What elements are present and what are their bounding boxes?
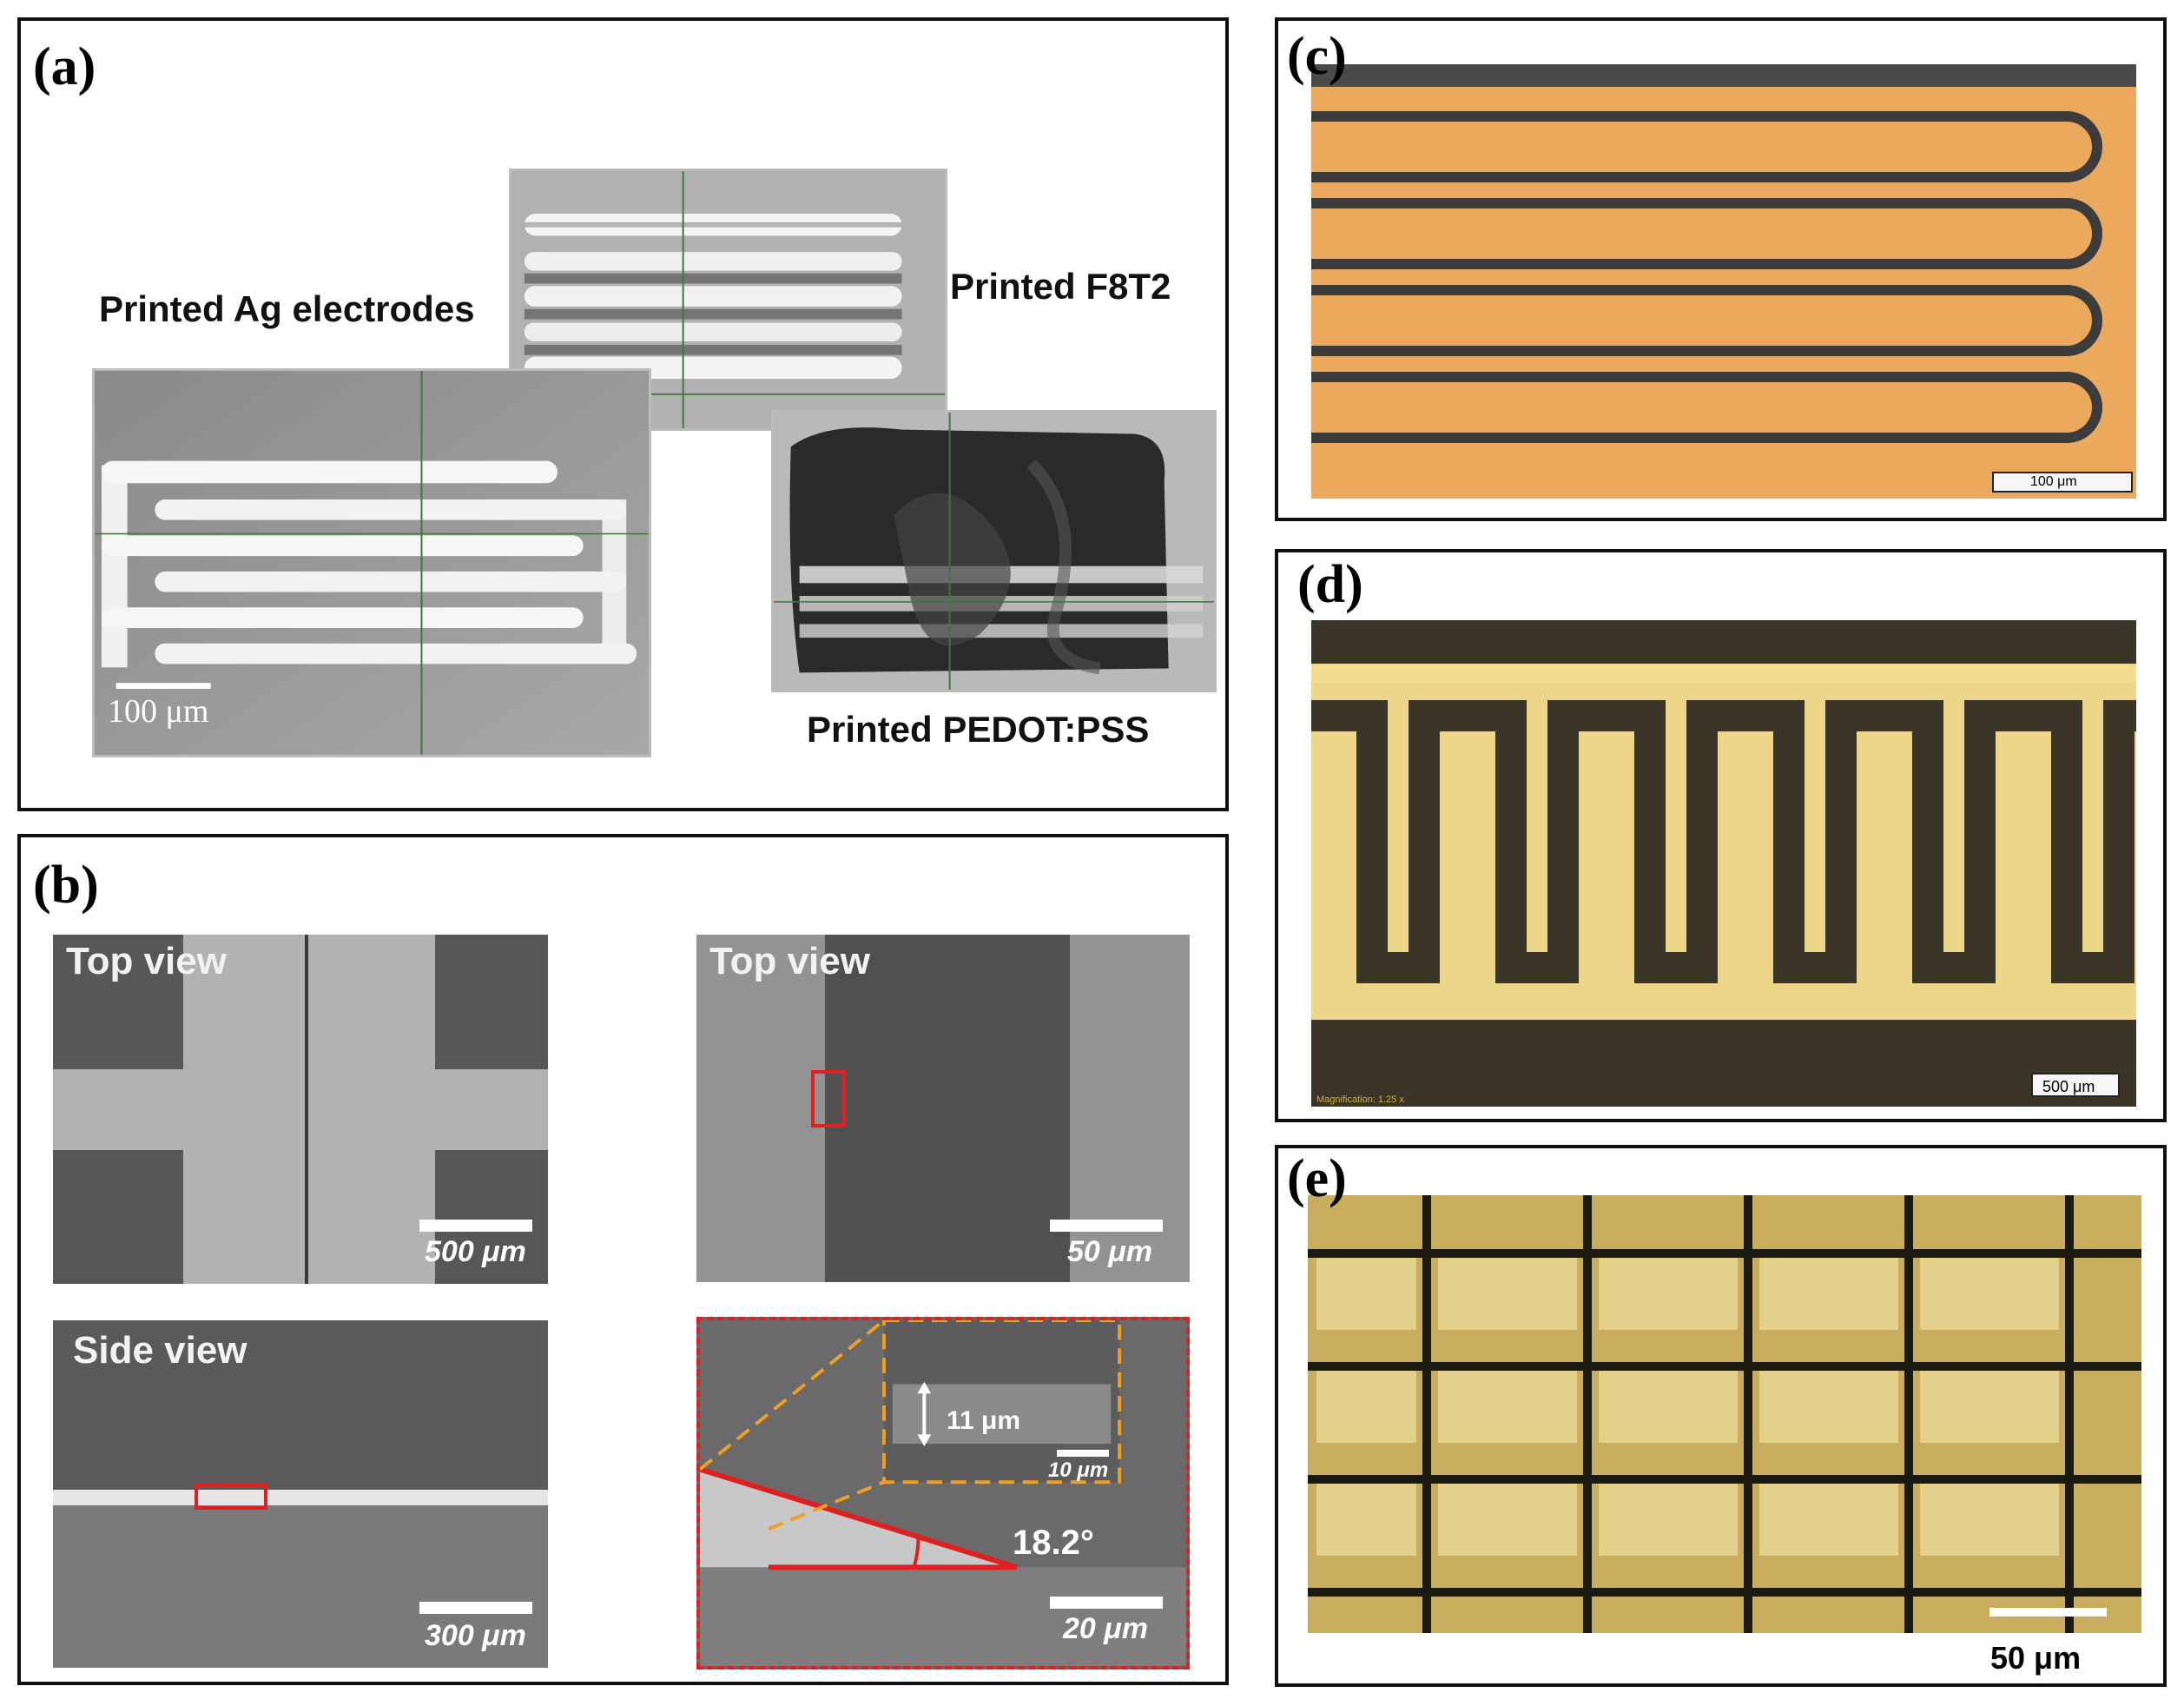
panel-b-label: (b) [33,856,99,915]
top-view-label-1: Top view [66,940,227,982]
panel-a-label: (a) [33,37,96,96]
panel-a: (a) Printed Ag electrodes Printed F8T2 P… [17,17,1229,811]
sem-side-view [53,1320,548,1668]
scale-label-c: 100 μm [2030,474,2077,489]
top-view-label-2: Top view [709,940,870,982]
panel-b: (b) Top view 500 μm Top view 50 μm [17,834,1229,1685]
sem-cross-section [696,1317,1190,1670]
grid-micrograph [1308,1195,2141,1633]
pedot-micrograph [771,410,1217,692]
scale-label-b1: 500 μm [425,1235,526,1268]
scale-label-b3: 300 μm [425,1619,526,1652]
panel-c: (c) 100 μm [1275,17,2167,521]
scale-bar-b4 [1050,1597,1163,1609]
inset-thickness-label: 11 μm [947,1406,1021,1435]
panel-d-label: (d) [1297,555,1363,614]
inset-scale-bar [1057,1450,1109,1457]
scale-bar-b2 [1050,1220,1163,1232]
angle-label: 18.2° [1013,1524,1094,1562]
scale-label-b2: 50 μm [1067,1235,1152,1268]
interdigitated-micrograph [1311,620,2136,1107]
sem-top-view-1 [53,935,548,1284]
meander-micrograph [1311,64,2136,499]
scale-label-e: 50 μm [1990,1640,2082,1676]
panel-c-label: (c) [1287,27,1347,86]
inset-scale-label: 10 μm [1048,1458,1109,1482]
panel-d: (d) Magnification: 1.25 x 500 μm [1275,549,2167,1122]
scale-label-d: 500 μm [2042,1078,2095,1095]
caption-f8t2: Printed F8T2 [950,266,1171,307]
ag-electrodes-micrograph [92,368,651,757]
panel-e-label: (e) [1287,1149,1347,1208]
side-view-label: Side view [73,1329,247,1372]
scale-label-b4: 20 μm [1063,1612,1148,1645]
caption-ag-electrodes: Printed Ag electrodes [99,288,475,329]
magnification-label: Magnification: 1.25 x [1316,1094,1404,1105]
panel-e: (e) 50 μm [1275,1145,2167,1687]
scale-bar-b1 [419,1220,532,1232]
scale-bar-b3 [419,1602,532,1614]
caption-pedot: Printed PEDOT:PSS [807,709,1150,750]
scale-bar-a: 100 μm [108,693,209,730]
